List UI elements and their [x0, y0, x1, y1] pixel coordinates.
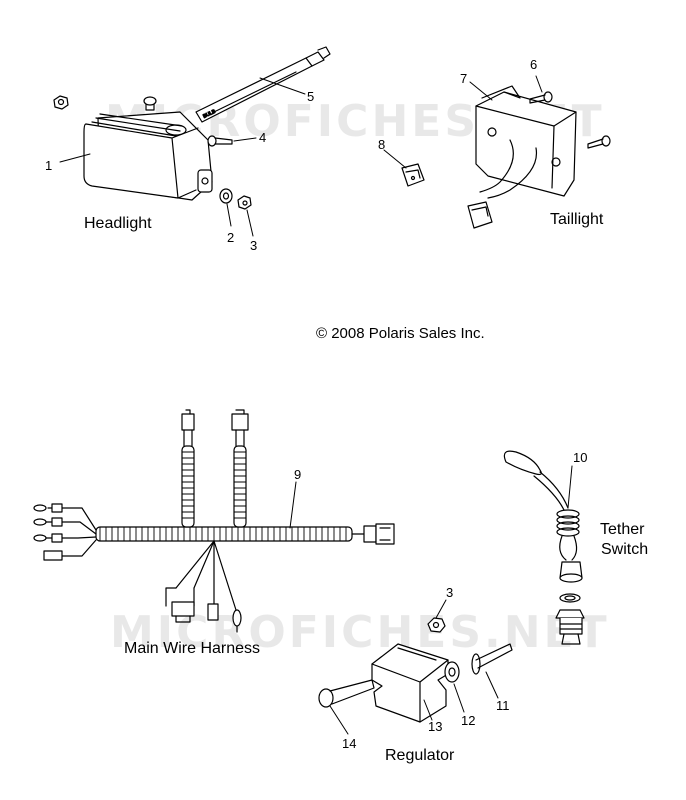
regulator-label: Regulator — [385, 747, 455, 764]
screw-6-lower — [587, 135, 611, 149]
switch-label: Switch — [601, 541, 649, 558]
callout-6: 6 — [530, 57, 538, 72]
callout-2: 2 — [227, 230, 235, 245]
regulator-assembly — [371, 643, 449, 723]
callout-7: 7 — [460, 71, 468, 86]
callout-5: 5 — [307, 89, 315, 104]
push-rivet — [143, 96, 157, 111]
callout-4: 4 — [259, 130, 267, 145]
callout-3-regulator: 3 — [446, 585, 454, 600]
callout-10: 10 — [573, 450, 588, 465]
clip-taillight — [467, 201, 493, 229]
clip-8 — [401, 163, 425, 187]
taillight-assembly — [475, 85, 577, 199]
bulb-5 — [195, 46, 331, 123]
screw-4 — [207, 135, 233, 147]
callout-3: 3 — [250, 238, 258, 253]
callout-8: 8 — [378, 137, 386, 152]
callout-13: 13 — [428, 719, 443, 734]
callout-12: 12 — [461, 713, 476, 728]
screw-6-upper — [529, 91, 553, 104]
washer-12 — [444, 661, 460, 683]
hex-nut-headlight — [53, 95, 69, 110]
copyright-text: © 2008 Polaris Sales Inc. — [316, 325, 485, 342]
hex-nut-regulator — [427, 617, 446, 633]
stud-11 — [471, 643, 513, 675]
callout-11: 11 — [496, 698, 510, 713]
tether-label: Tether — [600, 521, 645, 538]
taillight-label: Taillight — [550, 211, 604, 228]
hex-nut-3 — [237, 195, 252, 210]
washer-2 — [219, 188, 233, 204]
bolt-14 — [318, 679, 375, 708]
callout-9: 9 — [294, 467, 302, 482]
headlight-label: Headlight — [84, 215, 152, 232]
main-wire-harness — [33, 409, 395, 633]
callout-1: 1 — [45, 158, 53, 173]
leader-lines — [59, 75, 573, 735]
headlight-assembly — [83, 111, 213, 201]
tether-switch-assembly — [503, 450, 585, 645]
main-wire-harness-label: Main Wire Harness — [124, 640, 261, 657]
callout-14: 14 — [342, 736, 357, 751]
